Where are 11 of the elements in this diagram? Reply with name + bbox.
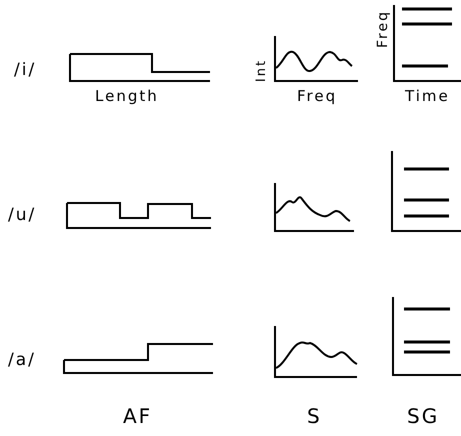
axis-label: Time [405, 89, 450, 104]
column-heading: S [307, 406, 322, 426]
column-heading: SG [407, 406, 440, 426]
vowel-label: /i/ [14, 62, 36, 79]
axis-label: Length [95, 89, 159, 104]
vowel-label: /a/ [8, 352, 36, 369]
axis-label: Freq [376, 10, 390, 48]
axis-label: Int [255, 58, 268, 82]
column-heading: AF [123, 406, 152, 426]
axis-label: Freq [297, 89, 338, 104]
vowel-label: /u/ [8, 207, 36, 224]
